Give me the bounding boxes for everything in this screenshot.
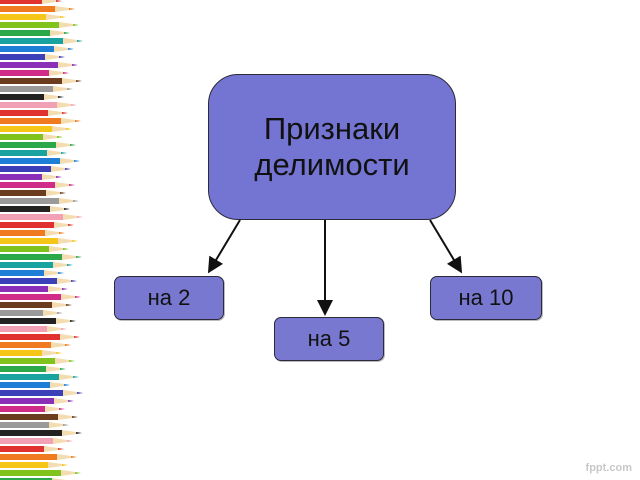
pencil — [0, 142, 76, 148]
watermark: fppt.com — [585, 462, 632, 474]
pencil — [0, 174, 62, 180]
pencil — [0, 262, 73, 268]
pencil — [0, 398, 74, 404]
arrow-to-node-10 — [429, 219, 463, 274]
pencil — [0, 214, 83, 220]
main-node-line-2: делимости — [254, 147, 410, 182]
pencil — [0, 462, 68, 468]
node-divisible-by-5: на 5 — [274, 317, 384, 361]
arrow-to-node-2 — [207, 219, 241, 274]
pencil — [0, 470, 81, 476]
pencil — [0, 254, 82, 260]
pencil — [0, 102, 77, 108]
pencil — [0, 166, 71, 172]
pencil — [0, 374, 79, 380]
pencil — [0, 382, 70, 388]
pencil — [0, 238, 78, 244]
pencil — [0, 286, 68, 292]
pencil — [0, 422, 69, 428]
colored-pencils-decoration — [0, 0, 83, 480]
pencil — [0, 318, 76, 324]
pencil — [0, 270, 64, 276]
pencil — [0, 78, 82, 84]
node-divisible-by-2: на 2 — [114, 276, 224, 320]
pencil — [0, 414, 78, 420]
pencil — [0, 454, 77, 460]
pencil — [0, 310, 63, 316]
pencil — [0, 94, 64, 100]
pencil — [0, 294, 81, 300]
pencil — [0, 366, 66, 372]
node-divisible-by-10: на 10 — [430, 276, 542, 320]
pencil — [0, 190, 66, 196]
pencil — [0, 350, 62, 356]
pencil — [0, 22, 79, 28]
pencil — [0, 446, 64, 452]
pencil — [0, 6, 75, 12]
pencil — [0, 206, 70, 212]
pencil — [0, 230, 65, 236]
pencil — [0, 38, 83, 44]
pencil — [0, 438, 73, 444]
pencil — [0, 86, 73, 92]
pencil — [0, 198, 79, 204]
pencil — [0, 54, 65, 60]
pencil — [0, 390, 83, 396]
pencil — [0, 182, 75, 188]
pencil — [0, 246, 69, 252]
pencil — [0, 62, 78, 68]
pencil — [0, 302, 72, 308]
pencil — [0, 278, 77, 284]
pencil — [0, 70, 69, 76]
pencil — [0, 14, 66, 20]
pencil — [0, 30, 70, 36]
main-node-divisibility-criteria: Признаки делимости — [208, 74, 456, 220]
pencil — [0, 430, 82, 436]
main-node-line-1: Признаки — [263, 111, 401, 146]
pencil — [0, 110, 68, 116]
pencil — [0, 118, 81, 124]
pencil — [0, 46, 74, 52]
pencil — [0, 326, 67, 332]
pencil — [0, 150, 67, 156]
pencil — [0, 334, 80, 340]
pencil — [0, 342, 71, 348]
pencil — [0, 222, 74, 228]
pencil — [0, 0, 62, 4]
pencil — [0, 126, 72, 132]
pencil — [0, 158, 80, 164]
pencil — [0, 406, 65, 412]
pencil — [0, 134, 63, 140]
pencil — [0, 358, 75, 364]
